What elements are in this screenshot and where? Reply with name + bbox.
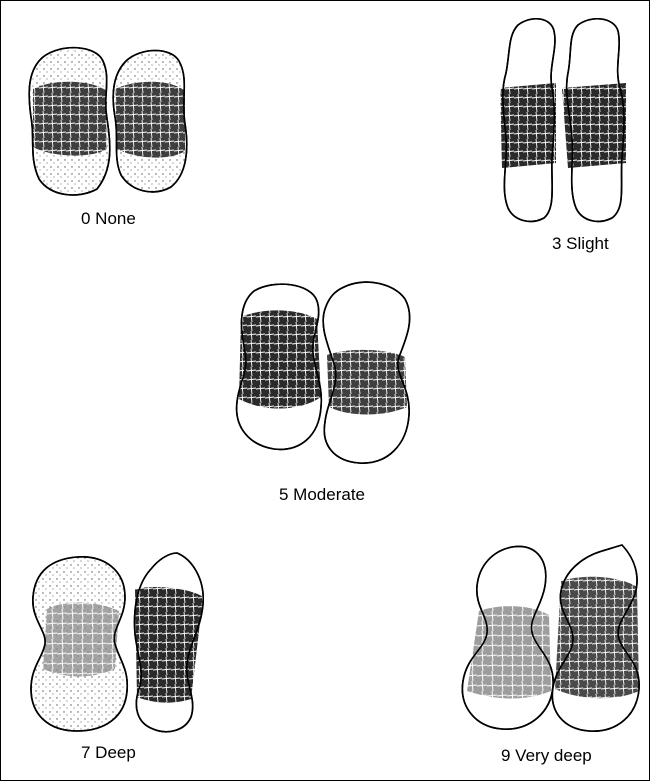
label-deep: 7 Deep (81, 743, 136, 763)
pod-illustration-none (21, 39, 201, 199)
label-slight: 3 Slight (552, 234, 609, 254)
pod-illustration-slight (496, 13, 636, 228)
pod-illustration-deep (27, 549, 217, 739)
pod-illustration-very-deep (457, 541, 647, 741)
label-moderate: 5 Moderate (279, 485, 365, 505)
pod-illustration-moderate (229, 277, 419, 477)
label-none: 0 None (81, 209, 136, 229)
label-very-deep: 9 Very deep (501, 746, 592, 766)
